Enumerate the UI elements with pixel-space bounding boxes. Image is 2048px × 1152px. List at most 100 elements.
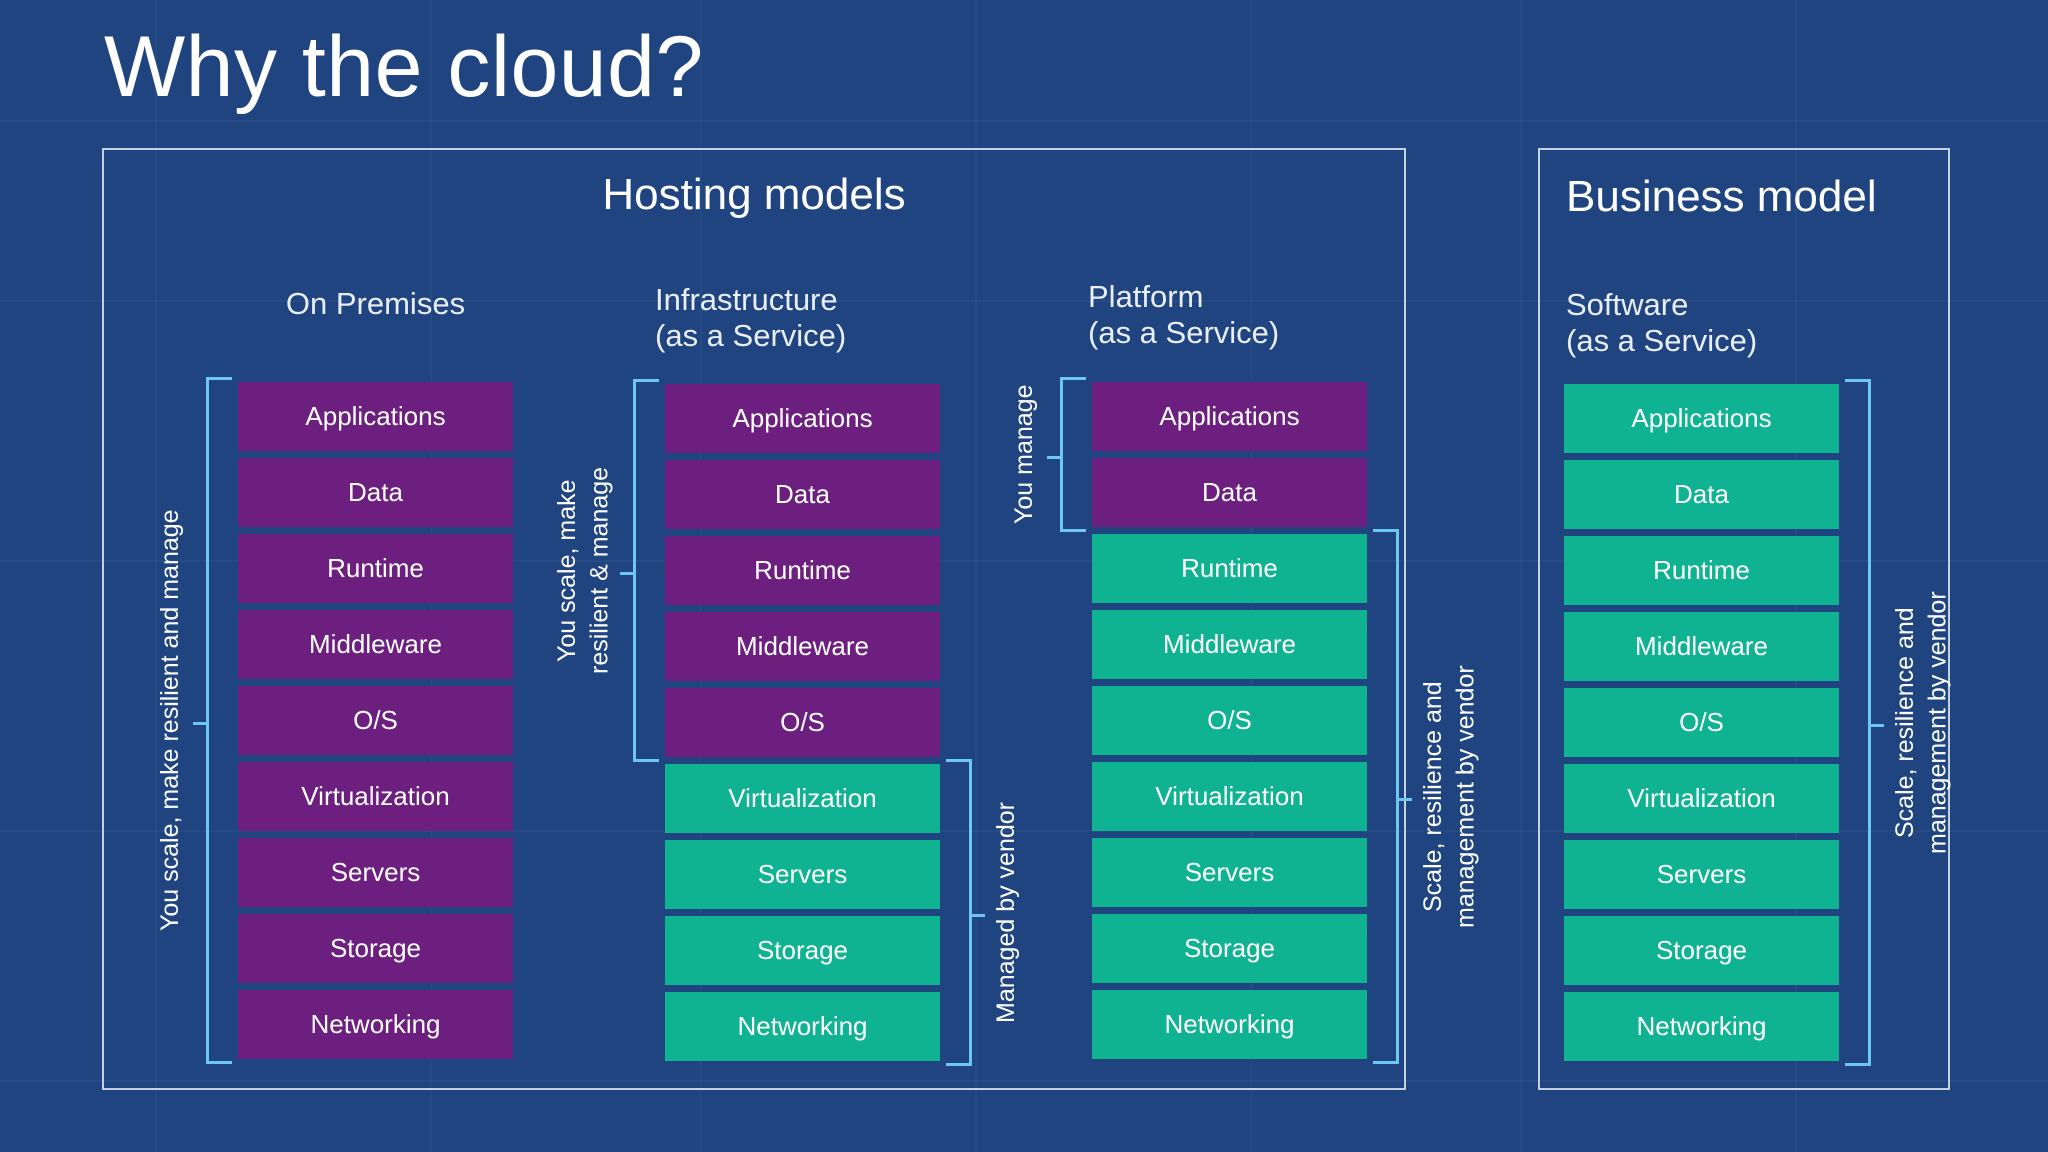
layer-label: Storage xyxy=(1655,935,1748,965)
layer-label: Virtualization xyxy=(1155,781,1304,811)
column-header-on-premises: On Premises xyxy=(178,286,573,322)
layer-label: Applications xyxy=(1159,401,1300,431)
layer-label: Middleware xyxy=(1635,631,1768,661)
business-model-title: Business model xyxy=(1566,172,1877,221)
layer-box: Networking xyxy=(238,990,513,1059)
layer-box: Virtualization xyxy=(665,764,940,833)
layer-box: Data xyxy=(1092,458,1367,527)
layer-label: Virtualization xyxy=(1627,783,1776,813)
column-subtitle: (as a Service) xyxy=(655,317,847,353)
layer-label: Storage xyxy=(329,933,422,963)
column-name: Platform xyxy=(1088,279,1204,314)
grid-line-horizontal xyxy=(0,120,2048,122)
bracket-label-infrastructure-as-a-service-0: You scale, make resilient & manage xyxy=(553,466,614,675)
layer-box: Storage xyxy=(238,914,513,983)
layer-label: Runtime xyxy=(327,553,424,583)
layer-box: O/S xyxy=(238,686,513,755)
bracket-label-platform-as-a-service-0: You manage xyxy=(1010,384,1038,525)
column-header-infrastructure-as-a-service: Infrastructure(as a Service) xyxy=(655,282,955,354)
layer-box: Servers xyxy=(665,840,940,909)
layer-label: Runtime xyxy=(1181,553,1278,583)
layer-box: Networking xyxy=(1092,990,1367,1059)
layer-label: Data xyxy=(1202,477,1257,507)
layer-box: Servers xyxy=(238,838,513,907)
bracket-label-on-premises-0: You scale, make resilient and manage xyxy=(156,509,184,932)
layer-label: Networking xyxy=(737,1011,868,1041)
layer-box: Middleware xyxy=(1564,612,1839,681)
layer-box: O/S xyxy=(665,688,940,757)
layer-label: Servers xyxy=(757,859,848,889)
layer-label: O/S xyxy=(780,707,825,737)
business-model-panel xyxy=(1538,148,1950,1090)
layer-label: Servers xyxy=(330,857,421,887)
layer-label: Networking xyxy=(310,1009,441,1039)
layer-label: Middleware xyxy=(736,631,869,661)
layer-box: Middleware xyxy=(1092,610,1367,679)
layer-label: Networking xyxy=(1636,1011,1767,1041)
column-name: Software xyxy=(1566,287,1689,322)
layer-box: Middleware xyxy=(665,612,940,681)
layer-box: Virtualization xyxy=(238,762,513,831)
bracket-label-software-as-a-service-0: Scale, resilience and management by vend… xyxy=(1891,591,1952,854)
layer-label: Virtualization xyxy=(301,781,450,811)
layer-box: Middleware xyxy=(238,610,513,679)
hosting-models-panel xyxy=(102,148,1406,1090)
hosting-models-title: Hosting models xyxy=(602,170,906,219)
layer-label: Runtime xyxy=(754,555,851,585)
layer-box: Networking xyxy=(1564,992,1839,1061)
bracket-label-infrastructure-as-a-service-1: Managed by vendor xyxy=(992,802,1020,1023)
bracket-label-platform-as-a-service-1: Scale, resilience and management by vend… xyxy=(1419,665,1480,928)
layer-box: Applications xyxy=(238,382,513,451)
layer-label: Applications xyxy=(305,401,446,431)
layer-label: Middleware xyxy=(309,629,442,659)
layer-label: O/S xyxy=(1679,707,1724,737)
layer-box: Applications xyxy=(1092,382,1367,451)
layer-box: Data xyxy=(1564,460,1839,529)
layer-label: Networking xyxy=(1164,1009,1295,1039)
column-subtitle: (as a Service) xyxy=(1088,314,1280,350)
layer-box: Servers xyxy=(1092,838,1367,907)
layer-box: Runtime xyxy=(665,536,940,605)
layer-box: Runtime xyxy=(1564,536,1839,605)
layer-label: Applications xyxy=(732,403,873,433)
grid-line-vertical xyxy=(1520,0,1522,1152)
layer-label: Data xyxy=(1674,479,1729,509)
layer-box: Networking xyxy=(665,992,940,1061)
column-header-software-as-a-service: Software(as a Service) xyxy=(1566,287,1866,359)
layer-box: Servers xyxy=(1564,840,1839,909)
column-header-platform-as-a-service: Platform(as a Service) xyxy=(1088,279,1388,351)
layer-box: Virtualization xyxy=(1092,762,1367,831)
layer-box: Runtime xyxy=(238,534,513,603)
layer-label: O/S xyxy=(353,705,398,735)
layer-label: Servers xyxy=(1184,857,1275,887)
column-subtitle: (as a Service) xyxy=(1566,322,1758,358)
layer-box: Storage xyxy=(665,916,940,985)
column-name: On Premises xyxy=(285,286,466,321)
layer-box: O/S xyxy=(1092,686,1367,755)
layer-box: Runtime xyxy=(1092,534,1367,603)
layer-label: Storage xyxy=(1183,933,1276,963)
layer-label: Data xyxy=(348,477,403,507)
layer-label: Middleware xyxy=(1163,629,1296,659)
layer-box: O/S xyxy=(1564,688,1839,757)
layer-label: O/S xyxy=(1207,705,1252,735)
layer-label: Storage xyxy=(756,935,849,965)
layer-box: Virtualization xyxy=(1564,764,1839,833)
layer-box: Data xyxy=(665,460,940,529)
layer-box: Data xyxy=(238,458,513,527)
layer-label: Applications xyxy=(1631,403,1772,433)
layer-box: Applications xyxy=(1564,384,1839,453)
page-title: Why the cloud? xyxy=(104,19,704,115)
layer-label: Servers xyxy=(1656,859,1747,889)
layer-box: Storage xyxy=(1092,914,1367,983)
layer-box: Applications xyxy=(665,384,940,453)
layer-label: Virtualization xyxy=(728,783,877,813)
layer-label: Runtime xyxy=(1653,555,1750,585)
layer-box: Storage xyxy=(1564,916,1839,985)
column-name: Infrastructure xyxy=(655,282,838,317)
